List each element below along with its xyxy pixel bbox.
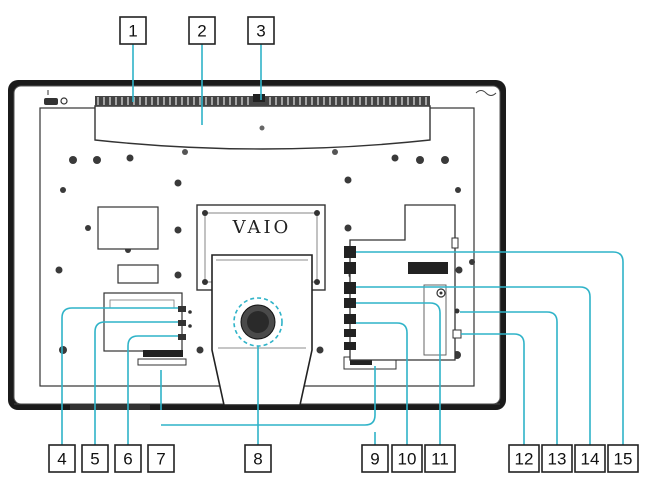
callout-15: 15 <box>607 444 639 473</box>
callout-7-label: 7 <box>156 450 165 469</box>
callout-13: 13 <box>541 444 573 473</box>
callout-12-label: 12 <box>515 450 534 469</box>
callout-2: 2 <box>188 16 216 45</box>
callout-10-label: 10 <box>398 450 417 469</box>
callout-4: 4 <box>48 444 76 473</box>
callout-5-label: 5 <box>90 450 99 469</box>
vaio-logo: VAIO <box>232 217 292 238</box>
callout-7: 7 <box>147 444 175 473</box>
callout-1: 1 <box>119 16 147 45</box>
callout-5: 5 <box>81 444 109 473</box>
callout-3-label: 3 <box>256 22 265 41</box>
callout-4-label: 4 <box>57 450 66 469</box>
leader-lines-bottom <box>61 251 624 445</box>
left-side-ports <box>178 306 192 340</box>
callout-10: 10 <box>391 444 423 473</box>
callout-15-label: 15 <box>614 450 633 469</box>
screw-holes <box>55 154 475 359</box>
callout-8: 8 <box>244 444 272 473</box>
callout-8-label: 8 <box>253 450 262 469</box>
power-buttons <box>44 90 497 105</box>
speaker-vent <box>94 94 431 155</box>
callout-14-label: 14 <box>581 450 600 469</box>
callout-1-label: 1 <box>128 22 137 41</box>
callout-12: 12 <box>508 444 540 473</box>
callout-9-label: 9 <box>370 450 379 469</box>
callout-14: 14 <box>574 444 606 473</box>
callout-11: 11 <box>424 444 456 473</box>
callout-6-label: 6 <box>123 450 132 469</box>
callout-2-label: 2 <box>197 22 206 41</box>
callout-9: 9 <box>361 444 389 473</box>
right-ports <box>344 246 462 350</box>
callout-11-label: 11 <box>431 450 449 469</box>
callout-13-label: 13 <box>548 450 567 469</box>
callout-6: 6 <box>114 444 142 473</box>
leader-lines-top <box>132 44 262 125</box>
callout-3: 3 <box>247 16 275 45</box>
